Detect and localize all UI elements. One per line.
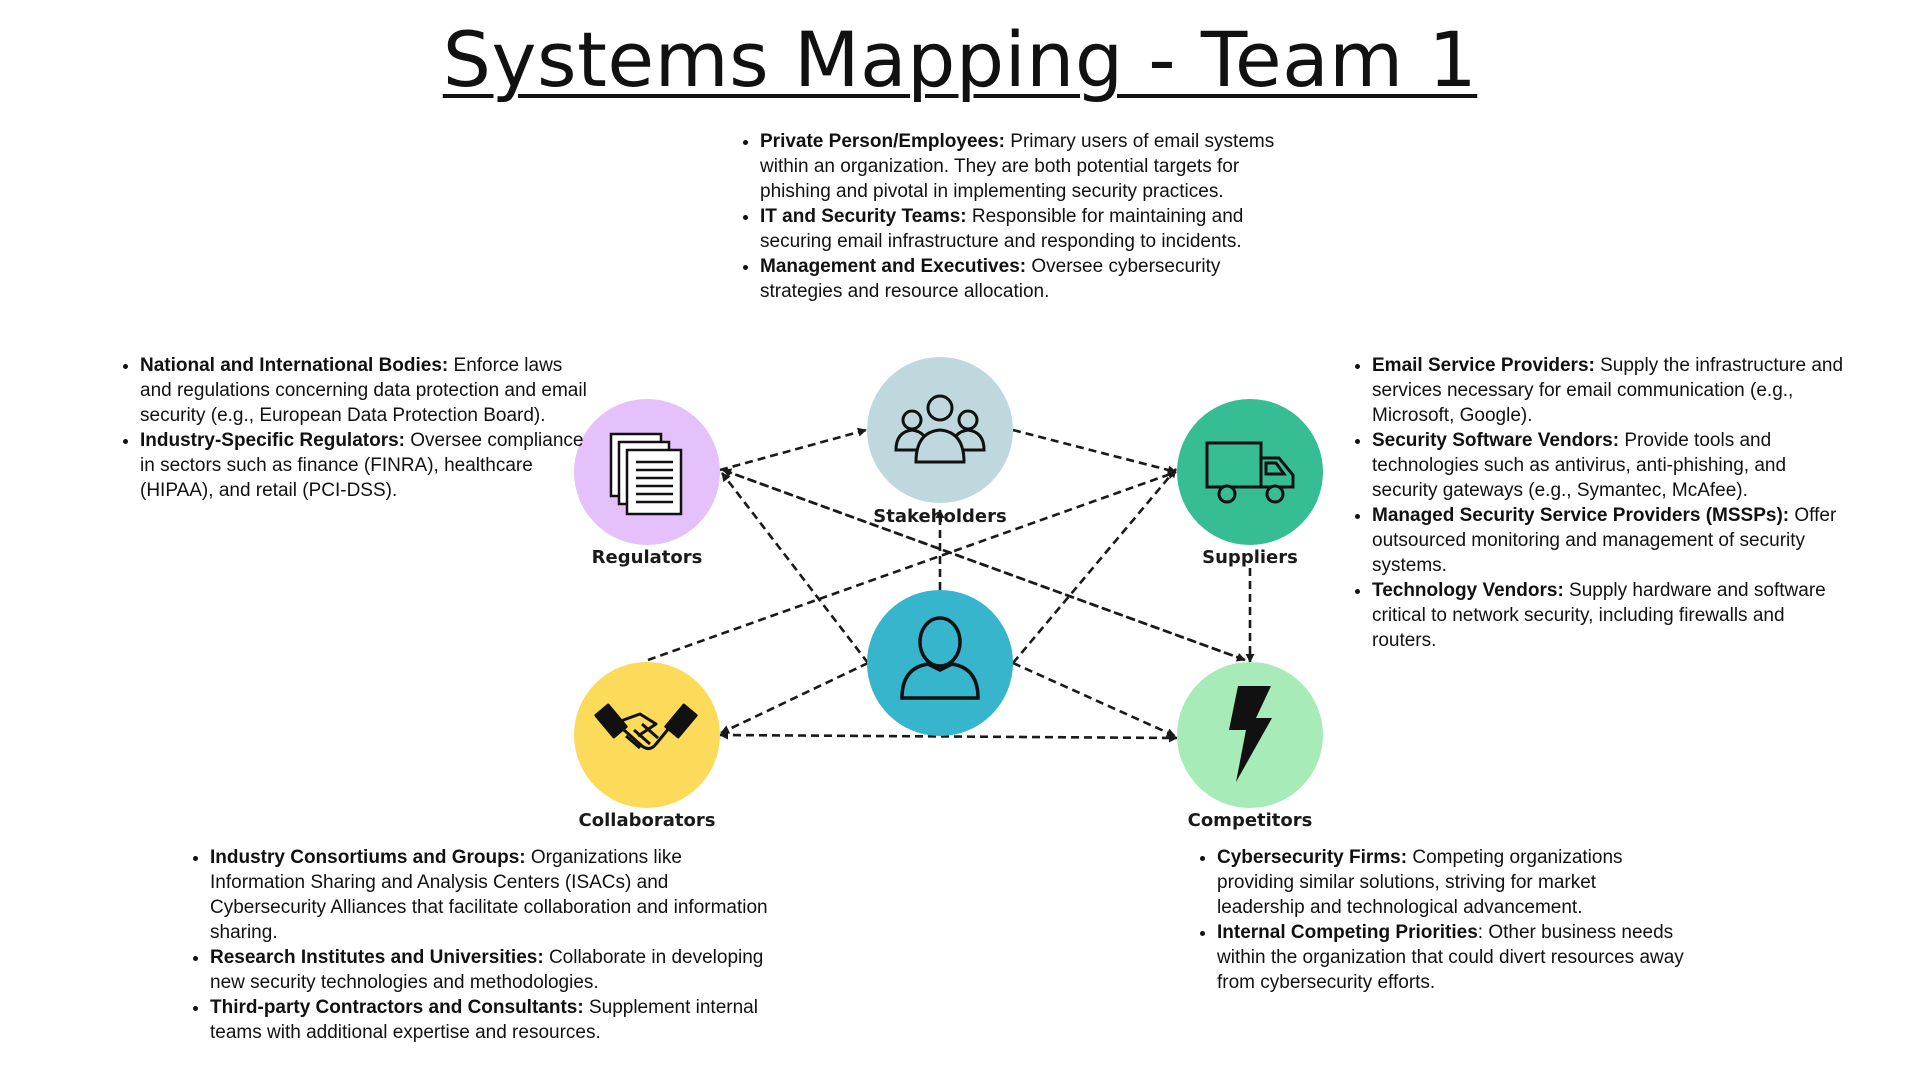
list-item-term: Security Software Vendors: [1372, 430, 1620, 451]
list-item-term: Management and Executives: [760, 256, 1027, 277]
list-item-text: : Other business needs within the organi… [1217, 922, 1684, 993]
document-stack-icon [609, 432, 683, 516]
list-item-text: Provide tools and technologies such as a… [1372, 430, 1787, 501]
list-item: Third-party Contractors and Consultants:… [210, 995, 770, 1045]
list-item-term: Internal Competing Priorities [1217, 922, 1478, 943]
competitors-description-list: Cybersecurity Firms: Competing organizat… [1195, 845, 1687, 995]
list-item-term: National and International Bodies: [140, 355, 449, 376]
list-item: Security Software Vendors: Provide tools… [1372, 428, 1852, 503]
regulators-label: Regulators [592, 547, 703, 568]
list-item-term: Research Institutes and Universities: [210, 947, 544, 968]
collaborators-circle [574, 662, 720, 808]
list-item-term: IT and Security Teams: [760, 206, 967, 227]
person-icon [900, 616, 980, 700]
suppliers-description-list: Email Service Providers: Supply the infr… [1350, 353, 1852, 653]
node-stakeholders: Stakeholders [867, 357, 1013, 527]
stakeholders-label: Stakeholders [873, 506, 1006, 527]
list-item: Research Institutes and Universities: Co… [210, 945, 770, 995]
node-center [867, 590, 1013, 736]
list-item-text: Collaborate in developing new security t… [210, 947, 764, 993]
group-people-icon [894, 394, 986, 464]
list-item-text: Supply the infrastructure and services n… [1372, 355, 1844, 426]
list-item-term: Private Person/Employees: [760, 131, 1005, 152]
regulators-description-list: National and International Bodies: Enfor… [118, 353, 594, 503]
arrow-regulators-to-competitors [722, 468, 1246, 662]
connection-arrows [647, 427, 1255, 743]
list-item: Cybersecurity Firms: Competing organizat… [1217, 845, 1687, 920]
list-item: Technology Vendors: Supply hardware and … [1372, 578, 1852, 653]
node-competitors: Competitors [1177, 662, 1323, 831]
list-item-term: Email Service Providers: [1372, 355, 1595, 376]
list-item-text: Supply hardware and software critical to… [1372, 580, 1826, 651]
node-collaborators: Collaborators [574, 662, 720, 831]
list-item-term: Industry Consortiums and Groups: [210, 847, 526, 868]
arrow-center-to-suppliers [1012, 468, 1177, 664]
list-item-text: Competing organizations providing simila… [1217, 847, 1623, 918]
arrow-center-to-competitors [1012, 661, 1176, 738]
list-item: Internal Competing Priorities: Other bus… [1217, 920, 1687, 995]
list-item: Industry-Specific Regulators: Oversee co… [140, 428, 594, 503]
list-item-term: Technology Vendors: [1372, 580, 1564, 601]
list-item-term: Managed Security Service Providers (MSSP… [1372, 505, 1790, 526]
center-circle [867, 590, 1013, 736]
list-item-text: Primary users of email systems within an… [760, 131, 1275, 202]
competitors-label: Competitors [1188, 810, 1313, 831]
list-item: Managed Security Service Providers (MSSP… [1372, 503, 1852, 578]
list-item: Private Person/Employees: Primary users … [760, 129, 1290, 204]
arrow-center-to-collaborators [720, 661, 869, 735]
list-item-text: Responsible for maintaining and securing… [760, 206, 1244, 252]
node-suppliers: Suppliers [1177, 399, 1323, 568]
handshake-icon [594, 703, 698, 751]
suppliers-label: Suppliers [1202, 547, 1298, 568]
list-item-term: Third-party Contractors and Consultants: [210, 997, 584, 1018]
list-item: Email Service Providers: Supply the infr… [1372, 353, 1852, 428]
arrow-collaborators-to-suppliers [647, 470, 1177, 662]
list-item-text: Organizations like Information Sharing a… [210, 847, 768, 943]
delivery-truck-icon [1205, 441, 1295, 504]
page-title: Systems Mapping - Team 1 [442, 15, 1478, 104]
list-item: IT and Security Teams: Responsible for m… [760, 204, 1290, 254]
lightning-bolt-icon [1229, 686, 1272, 782]
arrow-regulators-to-stakeholders [719, 427, 867, 472]
suppliers-circle [1177, 399, 1323, 545]
list-item: Industry Consortiums and Groups: Organiz… [210, 845, 770, 945]
list-item-term: Industry-Specific Regulators: [140, 430, 405, 451]
list-item-text: Oversee cybersecurity strategies and res… [760, 256, 1221, 302]
list-item-text: Supplement internal teams with additiona… [210, 997, 758, 1043]
list-item-text: Oversee compliance in sectors such as fi… [140, 430, 584, 501]
list-item-text: Offer outsourced monitoring and manageme… [1372, 505, 1837, 576]
stakeholders-description-list: Private Person/Employees: Primary users … [738, 129, 1290, 304]
collaborators-description-list: Industry Consortiums and Groups: Organiz… [188, 845, 770, 1045]
node-regulators: Regulators [574, 399, 720, 568]
list-item: National and International Bodies: Enfor… [140, 353, 594, 428]
list-item: Management and Executives: Oversee cyber… [760, 254, 1290, 304]
collaborators-label: Collaborators [579, 810, 716, 831]
list-item-term: Cybersecurity Firms: [1217, 847, 1408, 868]
arrow-stakeholders-to-suppliers [1012, 428, 1177, 475]
list-item-text: Enforce laws and regulations concerning … [140, 355, 587, 426]
arrow-center-to-regulators [720, 472, 870, 664]
arrow-collaborators-to-competitors [719, 730, 1178, 743]
